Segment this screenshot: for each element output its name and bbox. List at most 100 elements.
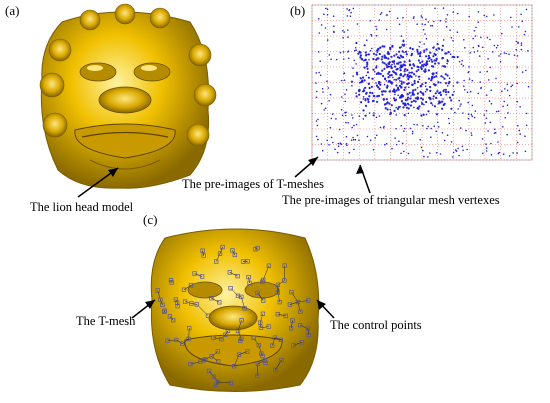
vertex-preimage-dot bbox=[347, 122, 350, 124]
tmesh-edge bbox=[176, 339, 183, 344]
vertex-preimage-dot bbox=[344, 100, 347, 103]
vertex-preimage-dot bbox=[366, 61, 369, 64]
control-point bbox=[282, 278, 287, 283]
control-point bbox=[171, 318, 176, 323]
vertex-preimage-dot bbox=[325, 7, 327, 10]
vertex-preimage-dot bbox=[416, 97, 419, 101]
vertex-preimage-dot bbox=[328, 100, 330, 102]
vertex-preimage-dot bbox=[416, 123, 419, 126]
vertex-preimage-dot bbox=[355, 123, 358, 126]
vertex-preimage-dot bbox=[394, 93, 396, 96]
tmesh-edge bbox=[232, 250, 236, 256]
vertex-preimage-dot bbox=[358, 115, 361, 117]
tmesh-edge bbox=[253, 337, 260, 346]
vertex-preimage-dot bbox=[457, 147, 459, 150]
vertex-preimage-dot bbox=[456, 55, 459, 59]
vertex-preimage-dot bbox=[498, 55, 500, 57]
vertex-preimage-dot bbox=[480, 36, 482, 39]
vertex-preimage-dot bbox=[358, 139, 360, 141]
vertex-preimage-dot bbox=[328, 144, 330, 146]
vertex-preimage-dot bbox=[440, 75, 443, 78]
vertex-preimage-dot bbox=[446, 134, 449, 136]
vertex-preimage-dot bbox=[399, 73, 402, 76]
vertex-preimage-dot bbox=[352, 67, 354, 69]
vertex-preimage-dot bbox=[443, 139, 446, 142]
vertex-preimage-dot bbox=[356, 134, 359, 137]
vertex-preimage-dot bbox=[434, 83, 437, 86]
tmesh-edge bbox=[194, 273, 203, 277]
vertex-preimage-dot bbox=[372, 114, 375, 117]
vertex-preimage-dot bbox=[348, 151, 351, 154]
control-point bbox=[203, 357, 208, 362]
vertex-preimage-dot bbox=[518, 129, 521, 132]
vertex-preimage-dot bbox=[407, 152, 410, 155]
vertex-preimage-dot bbox=[441, 100, 444, 103]
vertex-preimage-dot bbox=[474, 35, 477, 37]
vertex-preimage-dot bbox=[515, 48, 518, 51]
vertex-preimage-dot bbox=[420, 97, 423, 100]
vertex-preimage-dot bbox=[368, 58, 370, 61]
vertex-preimage-dot bbox=[326, 14, 329, 16]
vertex-preimage-dot bbox=[379, 83, 382, 86]
vertex-preimage-dot bbox=[413, 106, 415, 109]
vertex-preimage-dot bbox=[379, 126, 382, 129]
vertex-preimage-dot bbox=[400, 97, 402, 99]
vertex-preimage-dot bbox=[352, 136, 354, 139]
vertex-preimage-dot bbox=[416, 107, 419, 110]
tmesh-edge bbox=[203, 359, 206, 361]
vertex-preimage-dot bbox=[445, 18, 447, 20]
vertex-preimage-dot bbox=[472, 37, 475, 40]
vertex-preimage-dot bbox=[424, 81, 427, 84]
vertex-preimage-dot bbox=[345, 89, 348, 91]
vertex-preimage-dot bbox=[406, 98, 409, 101]
vertex-preimage-dot bbox=[403, 60, 406, 63]
vertex-preimage-dot bbox=[447, 90, 450, 94]
vertex-preimage-dot bbox=[378, 115, 381, 117]
vertex-preimage-dot bbox=[395, 84, 398, 87]
vertex-preimage-dot bbox=[433, 125, 436, 127]
vertex-preimage-dot bbox=[508, 53, 510, 55]
vertex-preimage-dot bbox=[517, 125, 519, 127]
vertex-preimage-dot bbox=[369, 20, 372, 22]
vertex-preimage-dot bbox=[447, 51, 450, 54]
vertex-preimage-dot bbox=[460, 63, 463, 65]
vertex-preimage-dot bbox=[421, 23, 424, 25]
control-point bbox=[187, 325, 192, 331]
vertex-preimage-dot bbox=[319, 74, 322, 77]
vertex-preimage-dot bbox=[463, 79, 465, 82]
vertex-preimage-dot bbox=[507, 112, 509, 114]
vertex-preimage-dot bbox=[338, 128, 341, 131]
vertex-preimage-dot bbox=[427, 156, 429, 158]
vertex-preimage-dot bbox=[326, 39, 329, 41]
vertex-preimage-dot bbox=[422, 29, 425, 31]
vertex-preimage-dot bbox=[427, 21, 430, 23]
vertex-preimage-dot bbox=[473, 30, 476, 32]
vertex-preimage-dot bbox=[398, 140, 400, 142]
vertex-preimage-dot bbox=[326, 8, 329, 11]
vertex-preimage-dot bbox=[365, 74, 368, 77]
vertex-preimage-dot bbox=[443, 88, 445, 91]
vertex-preimage-dot bbox=[435, 59, 438, 62]
vertex-preimage-dot bbox=[423, 103, 425, 106]
control-point bbox=[194, 302, 199, 307]
tmesh-edge bbox=[213, 337, 222, 340]
vertex-preimage-dot bbox=[333, 25, 335, 28]
vertex-preimage-dot bbox=[386, 84, 389, 87]
vertex-preimage-dot bbox=[378, 49, 380, 51]
control-point bbox=[275, 290, 280, 295]
vertex-preimage-dot bbox=[347, 29, 349, 31]
vertex-preimage-dot bbox=[481, 46, 484, 49]
vertex-preimage-dot bbox=[471, 115, 474, 118]
lion-nose bbox=[98, 86, 152, 114]
tmesh-edge bbox=[258, 345, 262, 354]
vertex-preimage-dot bbox=[516, 100, 519, 103]
vertex-preimage-dot bbox=[483, 114, 486, 116]
vertex-preimage-dot bbox=[334, 148, 336, 150]
vertex-preimage-dot bbox=[423, 63, 426, 66]
vertex-preimage-dot bbox=[385, 102, 388, 105]
vertex-preimage-dot bbox=[315, 82, 317, 84]
vertex-preimage-dot bbox=[466, 148, 468, 151]
vertex-preimage-dot bbox=[400, 100, 403, 103]
vertex-preimage-dot bbox=[346, 144, 348, 147]
vertex-preimage-dot bbox=[521, 71, 524, 73]
